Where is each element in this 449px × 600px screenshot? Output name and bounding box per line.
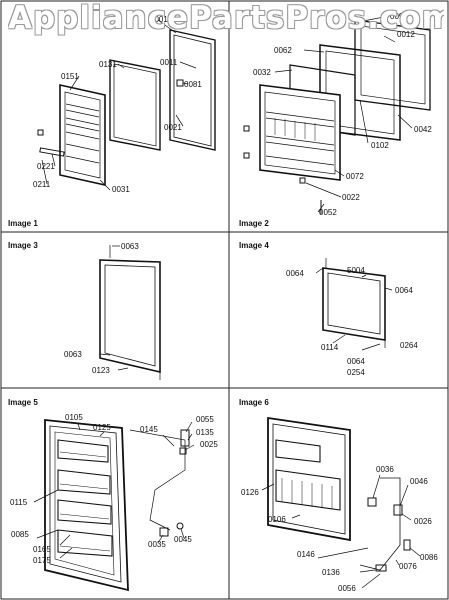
callout-label: 0045 bbox=[174, 535, 192, 544]
callout-label: 0063 bbox=[121, 242, 139, 251]
callout-label: 0081 bbox=[184, 80, 202, 89]
callout-label: 0064 bbox=[286, 269, 304, 278]
callout-label: 0032 bbox=[253, 68, 271, 77]
callout-label: 0151 bbox=[61, 72, 79, 81]
callout-label: 0062 bbox=[274, 46, 292, 55]
callout-label: 0165 bbox=[33, 545, 51, 554]
callout-label: 0135 bbox=[196, 428, 214, 437]
callout-label: 0064 bbox=[395, 286, 413, 295]
callout-label: 0264 bbox=[400, 341, 418, 350]
callout-label: 0072 bbox=[346, 172, 364, 181]
callout-label: 0221 bbox=[37, 162, 55, 171]
panel-caption: Image 2 bbox=[239, 219, 269, 228]
callout-label: 0052 bbox=[319, 208, 337, 217]
callout-label: 0056 bbox=[338, 584, 356, 593]
callout-label: 0076 bbox=[399, 562, 417, 571]
callout-label: 0123 bbox=[92, 366, 110, 375]
callout-label: 0145 bbox=[140, 425, 158, 434]
callout-label: 0085 bbox=[11, 530, 29, 539]
callout-label: 0001 bbox=[150, 15, 168, 24]
callout-label: 0035 bbox=[148, 540, 166, 549]
callout-label: 0175 bbox=[33, 556, 51, 565]
callout-label: 0021 bbox=[164, 123, 182, 132]
callout-label: 0102 bbox=[371, 141, 389, 150]
callout-label: 0055 bbox=[196, 415, 214, 424]
callout-label: 0115 bbox=[10, 498, 28, 507]
callout-label: 0064 bbox=[347, 357, 365, 366]
callout-label: 0092 bbox=[390, 12, 408, 21]
callout-label: 0136 bbox=[322, 568, 340, 577]
panel-caption: Image 6 bbox=[239, 398, 269, 407]
callout-label: 0146 bbox=[297, 550, 315, 559]
callout-label: 0031 bbox=[112, 185, 130, 194]
callout-label: 0063 bbox=[64, 350, 82, 359]
callout-label: 0106 bbox=[268, 515, 286, 524]
panel-caption: Image 1 bbox=[8, 219, 38, 228]
callout-label: 0046 bbox=[410, 477, 428, 486]
callout-label: 0131 bbox=[99, 60, 117, 69]
callout-label: 0114 bbox=[321, 343, 339, 352]
callout-label: 0011 bbox=[160, 58, 178, 67]
panel-caption: Image 3 bbox=[8, 241, 38, 250]
callout-label: 0086 bbox=[420, 553, 438, 562]
callout-label: 0125 bbox=[93, 423, 111, 432]
callout-label: 0026 bbox=[414, 517, 432, 526]
callout-label: 0211 bbox=[33, 180, 51, 189]
callout-label: 0105 bbox=[65, 413, 83, 422]
callout-label: 0036 bbox=[376, 465, 394, 474]
callout-label: 0042 bbox=[414, 125, 432, 134]
callout-label: 0025 bbox=[200, 440, 218, 449]
callout-label: 0022 bbox=[342, 193, 360, 202]
callout-label: 0126 bbox=[241, 488, 259, 497]
callout-label: 0012 bbox=[397, 30, 415, 39]
panel-caption: Image 4 bbox=[239, 241, 269, 250]
callout-label: 0254 bbox=[347, 368, 365, 377]
panel-caption: Image 5 bbox=[8, 398, 38, 407]
callout-label: 5004 bbox=[347, 266, 365, 275]
